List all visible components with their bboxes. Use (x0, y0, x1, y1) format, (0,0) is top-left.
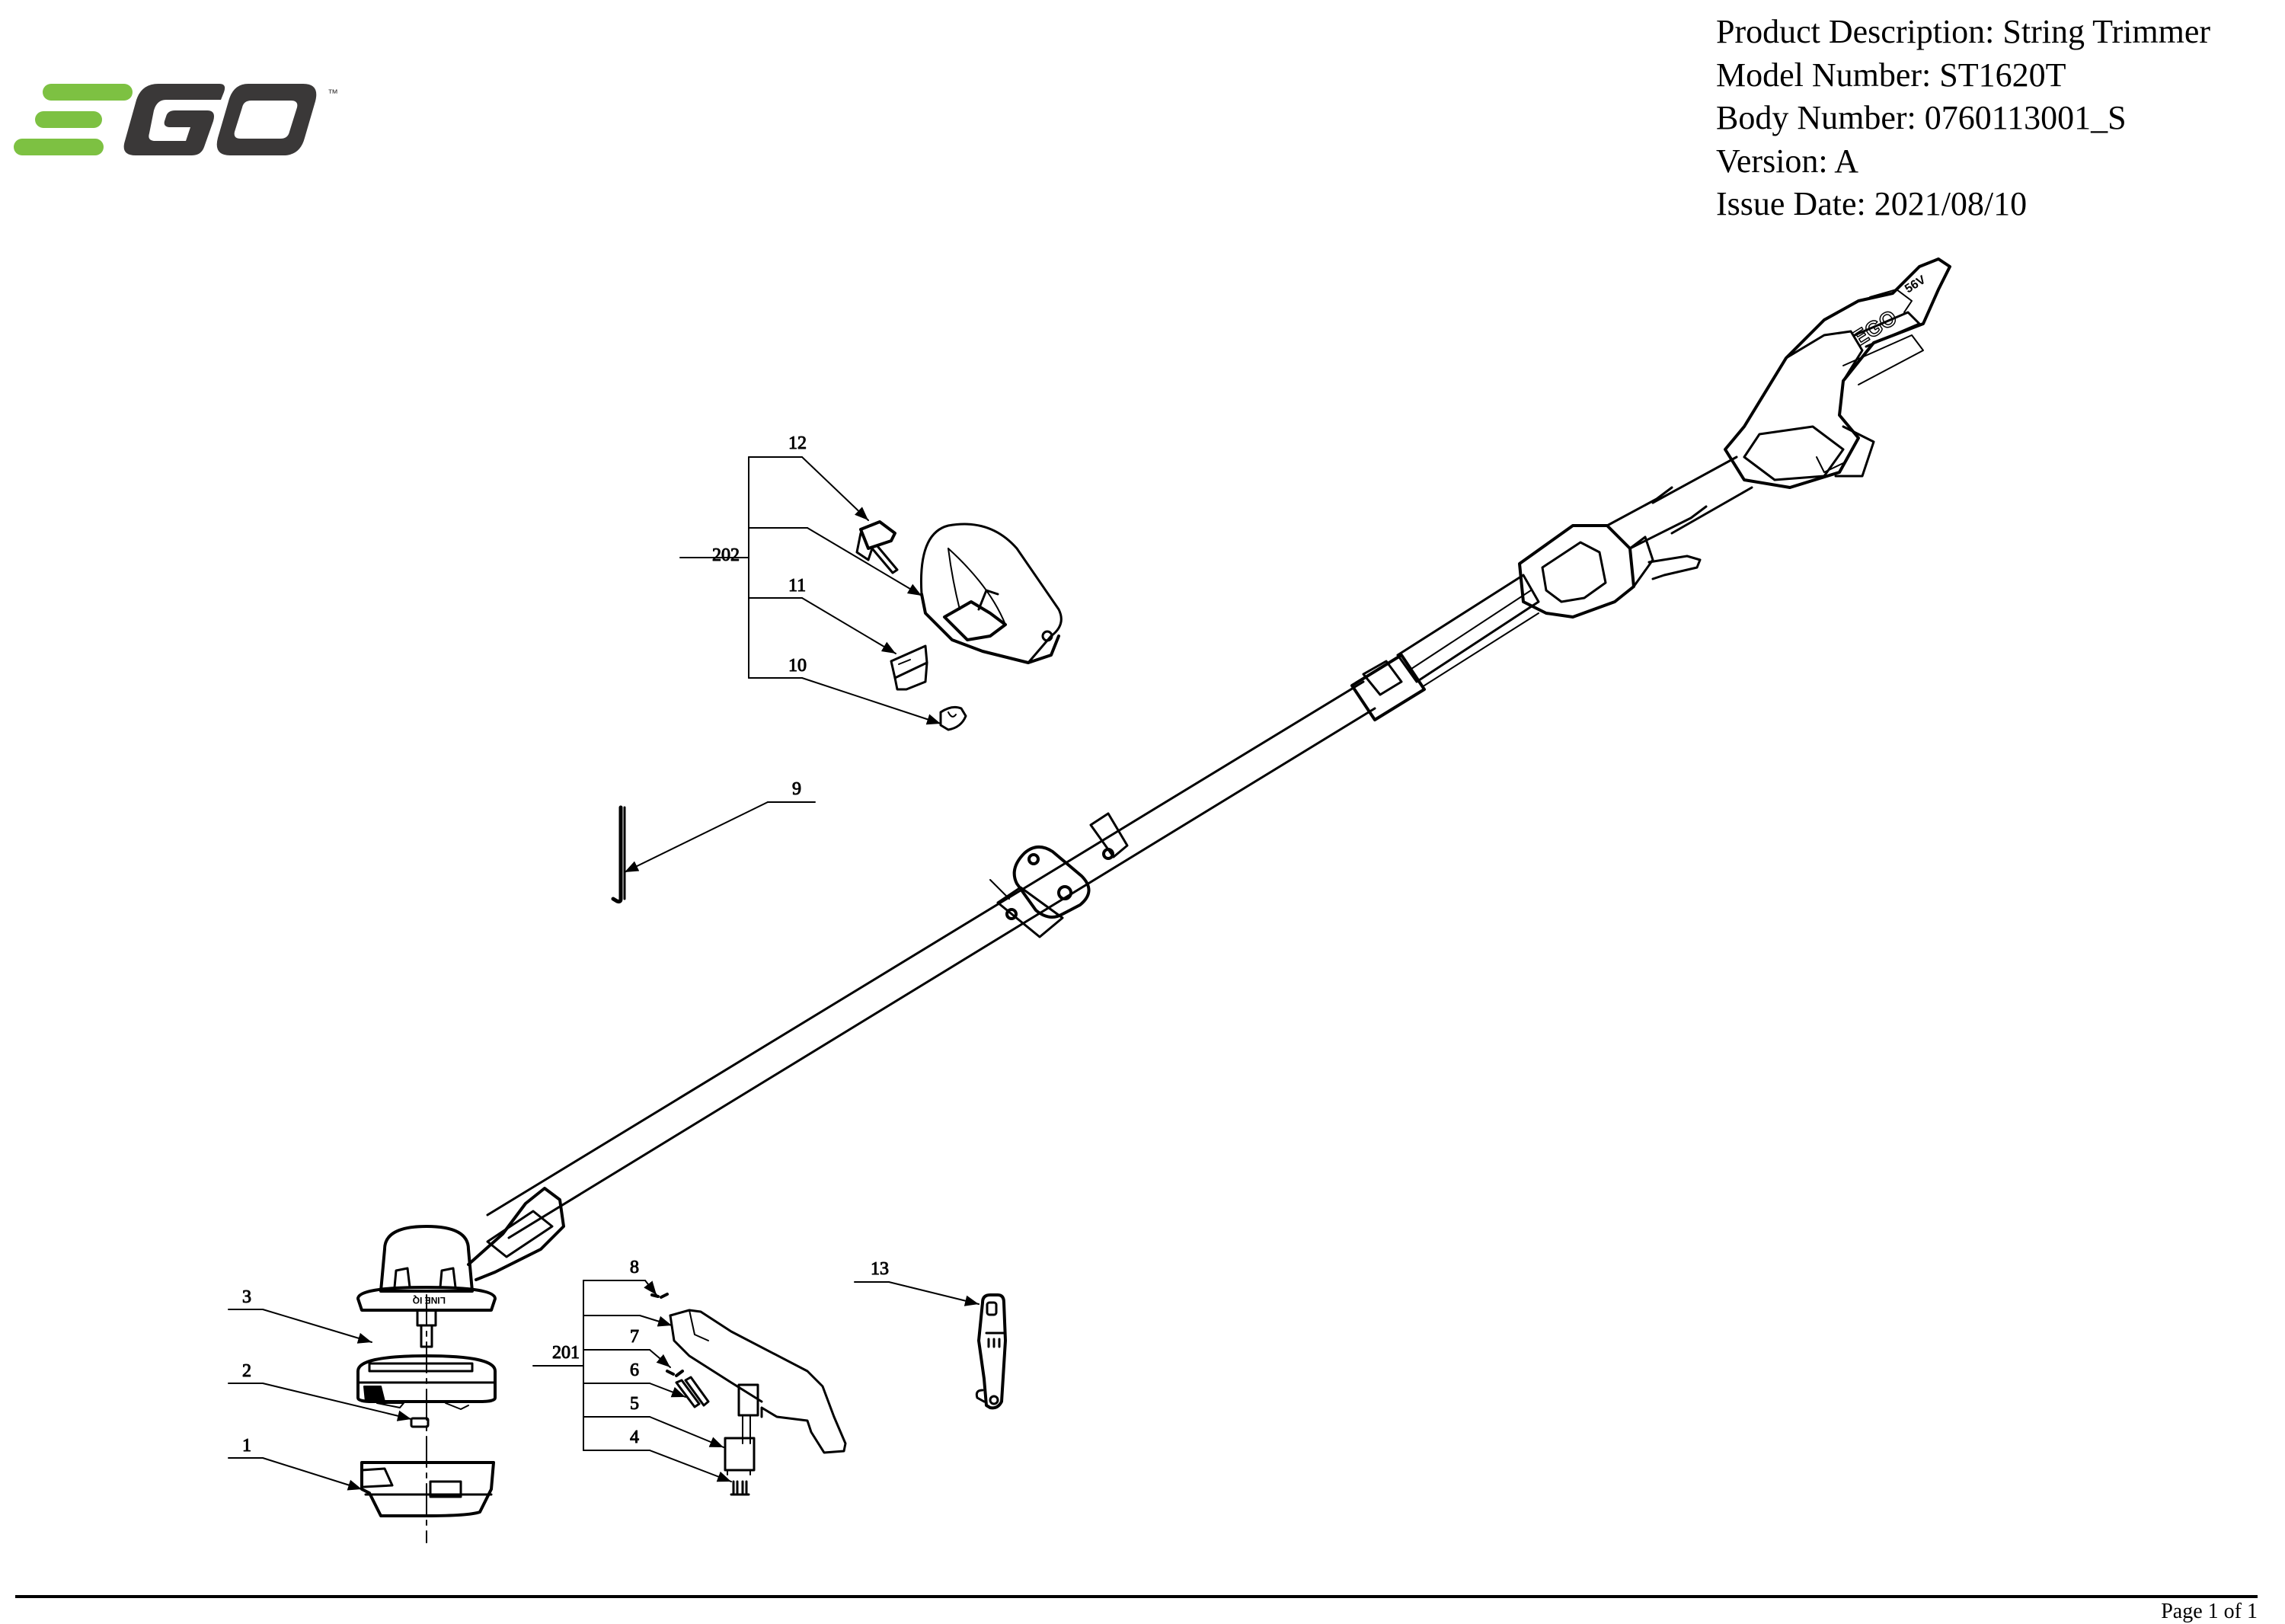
part-4-screws (730, 1480, 750, 1496)
part-2-nut (410, 1417, 430, 1428)
callout-9: 9 (792, 779, 801, 799)
page-number: Page 1 of 1 (2161, 1600, 2258, 1623)
trigger-lever (1647, 555, 1702, 580)
footer-divider (15, 1595, 2258, 1598)
callout-5: 5 (630, 1394, 639, 1414)
callout-201: 201 (552, 1343, 580, 1363)
trigger-handle-housing (1518, 486, 1708, 619)
battery-56v-label: 56V (1903, 273, 1928, 296)
trimmer-shaft (486, 680, 1376, 1239)
callout-10: 10 (788, 656, 807, 676)
leader-1 (228, 1457, 363, 1491)
trademark-mark: ™ (328, 87, 338, 99)
ego-logo: ™ (14, 84, 338, 155)
body-number: Body Number: 0760113001_S (1716, 99, 2127, 136)
part-10-plug (939, 705, 967, 731)
model-number: Model Number: ST1620T (1716, 56, 2066, 94)
leader-13 (854, 1281, 980, 1306)
leader-201-group (532, 1280, 732, 1482)
callout-7: 7 (630, 1327, 639, 1347)
callout-11: 11 (788, 576, 806, 596)
upper-shaft (1651, 456, 1753, 535)
part-1-bump-knob (360, 1461, 495, 1518)
callout-12: 12 (788, 433, 807, 453)
rear-battery-housing: EGO 56V (1724, 257, 1951, 489)
part-11-clamp-block (890, 644, 928, 691)
product-description: Product Description: String Trimmer (1716, 13, 2210, 50)
part-201-guard (669, 1309, 847, 1454)
shaft-coupler (989, 812, 1129, 938)
issue-date: Issue Date: 2021/08/10 (1716, 185, 2028, 222)
leader-2 (228, 1383, 412, 1421)
part-7-screws (666, 1370, 684, 1377)
callout-4: 4 (630, 1427, 639, 1447)
callout-2: 2 (242, 1361, 251, 1381)
part-13-shaft-clamp (975, 1293, 1007, 1410)
callout-6: 6 (630, 1360, 639, 1380)
logo-e-bars (14, 84, 133, 155)
callout-202: 202 (712, 545, 740, 565)
part-6-pins (675, 1376, 710, 1408)
part-12-latch (855, 520, 899, 574)
line-iq-label: LINE IQ (413, 1295, 446, 1306)
leader-9 (624, 801, 816, 873)
front-handle-grip (1350, 574, 1540, 721)
leader-3 (228, 1309, 372, 1344)
callout-3: 3 (242, 1287, 251, 1307)
trimmer-motor-head: LINE IQ (356, 1187, 565, 1348)
callout-8: 8 (630, 1258, 639, 1277)
part-202-assist-handle (919, 523, 1063, 664)
logo-go-letters (123, 84, 317, 155)
version: Version: A (1716, 142, 1858, 180)
callout-1: 1 (242, 1436, 251, 1456)
leader-202-group (679, 456, 941, 725)
part-3-spool-housing (356, 1354, 497, 1410)
part-9-hex-key (611, 805, 626, 904)
callout-13: 13 (871, 1259, 889, 1279)
part-8-screws (650, 1293, 669, 1299)
document-info-block: Product Description: String Trimmer Mode… (1716, 11, 2210, 226)
